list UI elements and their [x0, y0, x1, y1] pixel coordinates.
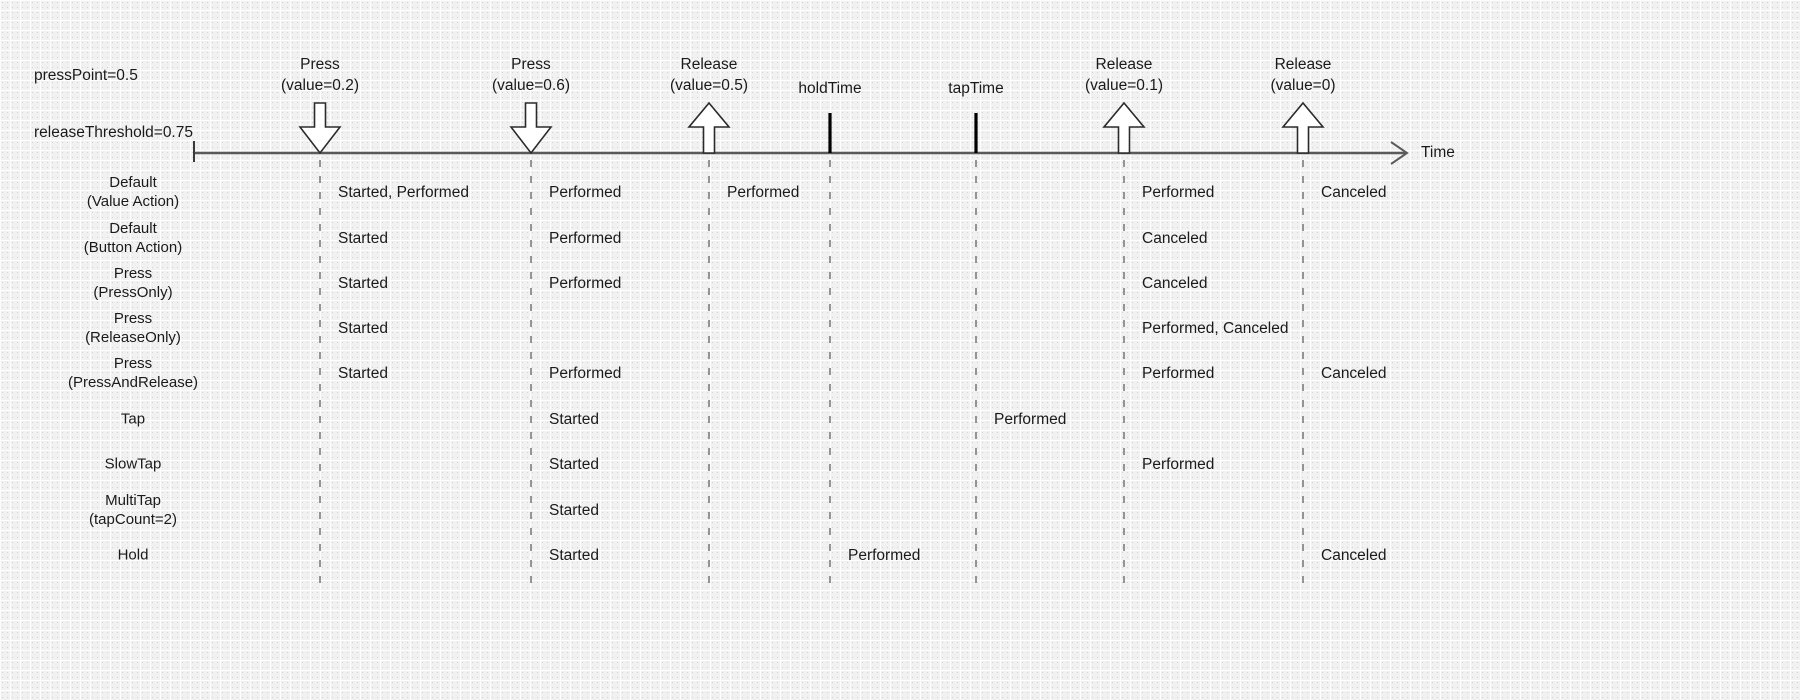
cell-hold-press-06: Started — [549, 547, 599, 564]
row-label-line1: Press — [113, 310, 153, 327]
row-label-line1: Default — [109, 174, 157, 191]
release-arrow-icon — [1281, 101, 1325, 154]
event-label-line2: (value=0) — [1270, 77, 1336, 94]
row-label-line2: (ReleaseOnly) — [85, 329, 181, 346]
event-label-line2: (value=0.5) — [670, 77, 748, 94]
cell-press-pressandrelease-press-02: Started — [338, 365, 388, 382]
cell-default-value-action-release-00: Canceled — [1321, 184, 1387, 201]
event-label-line1: Press — [511, 56, 551, 73]
cell-press-pressonly-release-01: Canceled — [1142, 275, 1208, 292]
row-label-line2: (PressAndRelease) — [67, 374, 199, 391]
event-label-line1: holdTime — [798, 80, 862, 97]
event-label-release-00: Release (value=0) — [1270, 54, 1335, 96]
cell-default-value-action-release-01: Performed — [1142, 184, 1215, 201]
row-label-line1: MultiTap — [105, 492, 161, 509]
row-label-line1: Press — [113, 355, 153, 372]
cell-press-releaseonly-press-02: Started — [338, 320, 388, 337]
row-label-press-pressonly: Press (PressOnly) — [93, 264, 172, 302]
cell-multitap-press-06: Started — [549, 502, 599, 519]
row-label-slowtap: SlowTap — [105, 455, 162, 474]
row-label-hold: Hold — [118, 546, 149, 565]
cell-press-pressandrelease-press-06: Performed — [549, 365, 622, 382]
press-arrow-icon — [509, 102, 553, 155]
cell-press-pressonly-press-06: Performed — [549, 275, 622, 292]
cell-tap-taptime: Performed — [994, 411, 1067, 428]
cell-default-value-action-press-02: Started, Performed — [338, 184, 469, 201]
row-label-line1: Hold — [117, 546, 149, 564]
event-label-line2: (value=0.6) — [492, 77, 570, 94]
row-label-line2: (Button Action) — [83, 239, 183, 256]
cell-default-button-action-press-06: Performed — [549, 230, 622, 247]
row-label-line1: Press — [113, 265, 153, 282]
row-label-line2: (PressOnly) — [93, 284, 173, 301]
cell-press-pressonly-press-02: Started — [338, 275, 388, 292]
event-label-line1: Release — [1274, 56, 1332, 73]
row-label-line1: Default — [109, 220, 157, 237]
cell-default-value-action-release-05: Performed — [727, 184, 800, 201]
cell-hold-holdtime: Performed — [848, 547, 921, 564]
row-label-press-releaseonly: Press (ReleaseOnly) — [85, 309, 181, 347]
parameters-note: pressPoint=0.5 releaseThreshold=0.75 — [34, 28, 193, 180]
cell-slowtap-release-01: Performed — [1142, 456, 1215, 473]
cell-slowtap-press-06: Started — [549, 456, 599, 473]
event-label-line1: Release — [680, 56, 738, 73]
event-label-line1: Press — [300, 56, 340, 73]
row-label-line2: (tapCount=2) — [89, 511, 177, 528]
note-line-presspoint: pressPoint=0.5 — [34, 67, 138, 84]
row-label-line1: SlowTap — [104, 455, 162, 473]
row-label-default-button-action: Default (Button Action) — [84, 219, 182, 257]
cell-default-value-action-press-06: Performed — [549, 184, 622, 201]
release-arrow-icon — [687, 101, 731, 154]
event-label-release-01: Release (value=0.1) — [1085, 54, 1163, 96]
cell-default-button-action-release-01: Canceled — [1142, 230, 1208, 247]
cell-tap-press-06: Started — [549, 411, 599, 428]
event-label-line2: (value=0.2) — [281, 77, 359, 94]
time-axis-label: Time — [1421, 144, 1455, 161]
event-label-press-02: Press (value=0.2) — [281, 54, 359, 96]
cell-press-pressandrelease-release-01: Performed — [1142, 365, 1215, 382]
event-label-line1: Release — [1095, 56, 1153, 73]
row-label-multitap: MultiTap (tapCount=2) — [89, 491, 177, 529]
event-label-holdtime: holdTime — [798, 78, 861, 99]
row-label-press-pressandrelease: Press (PressAndRelease) — [68, 354, 198, 392]
row-label-default-value-action: Default (Value Action) — [87, 173, 179, 211]
note-line-releasethreshold: releaseThreshold=0.75 — [34, 124, 193, 141]
event-label-line1: tapTime — [948, 80, 1004, 97]
event-label-release-05: Release (value=0.5) — [670, 54, 748, 96]
cell-press-releaseonly-release-01: Performed, Canceled — [1142, 320, 1289, 337]
event-label-taptime: tapTime — [948, 78, 1003, 99]
event-label-press-06: Press (value=0.6) — [492, 54, 570, 96]
cell-default-button-action-press-02: Started — [338, 230, 388, 247]
row-label-line2: (Value Action) — [86, 193, 180, 210]
event-label-line2: (value=0.1) — [1085, 77, 1163, 94]
press-arrow-icon — [298, 102, 342, 155]
row-label-tap: Tap — [121, 410, 145, 429]
release-arrow-icon — [1102, 101, 1146, 154]
cell-press-pressandrelease-release-00: Canceled — [1321, 365, 1387, 382]
cell-hold-release-00: Canceled — [1321, 547, 1387, 564]
row-label-line1: Tap — [120, 410, 146, 428]
axis-arrowhead — [1390, 141, 1409, 165]
